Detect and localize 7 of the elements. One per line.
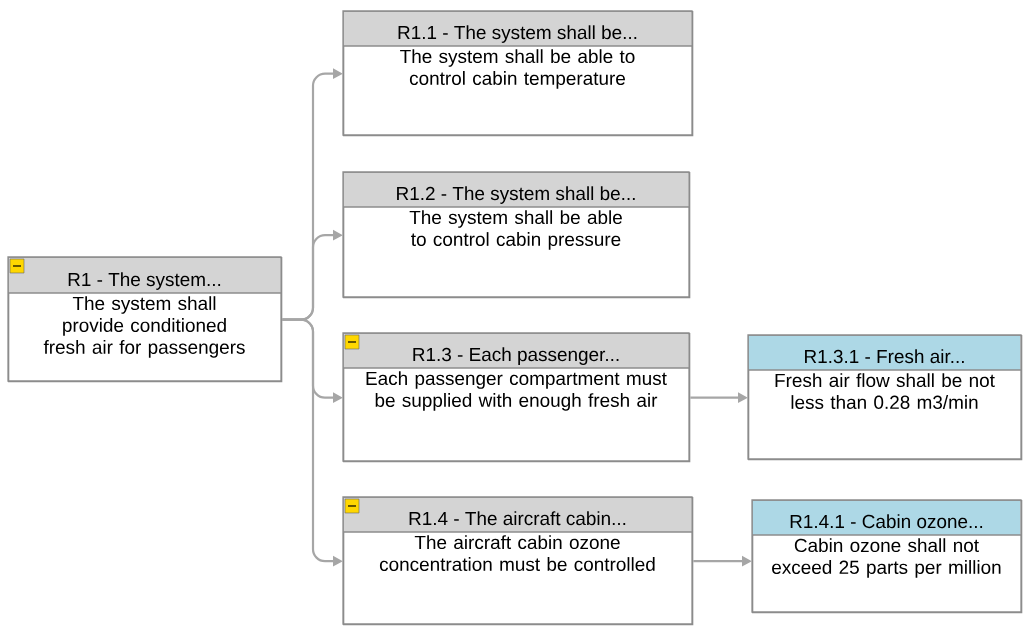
requirement-box: R1.4.1 - Cabin ozone... Cabin ozone shall not exceed 25 parts per million [751,499,1023,614]
requirement-box: R1 - The system... The system shall provide conditioned fresh air for passengers [7,256,283,383]
requirement-box: R1.4 - The aircraft cabin... The aircraft cabin ozone concentration must be controlled [342,496,694,626]
requirement-box: R1.2 - The system shall be... The system shall be able to control cabin pressure [342,171,691,299]
requirement-box: R1.3.1 - Fresh air... Fresh air flow shall be not less than 0.28 m3/min [747,334,1023,461]
requirement-box: R1.1 - The system shall be... The system shall be able to control cabin temperature [342,10,694,137]
requirement-box: R1.3 - Each passenger... Each passenger compartment must be supplied with enough fresh air [342,332,691,463]
